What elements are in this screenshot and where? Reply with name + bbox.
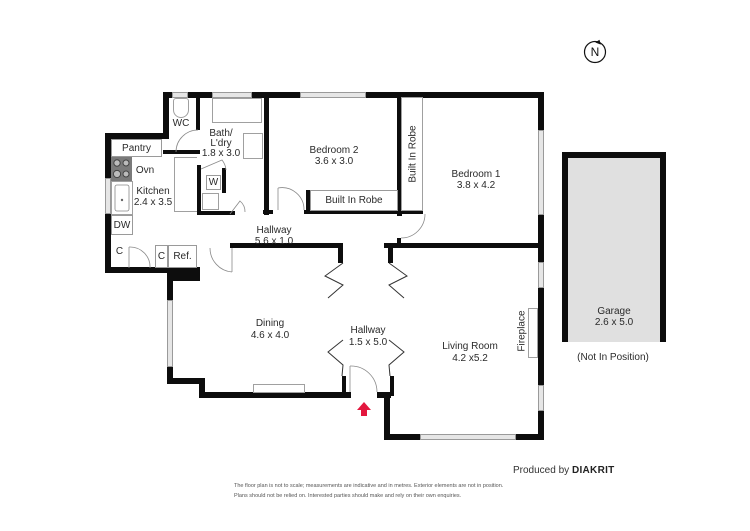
room-label-hallway: Hallway: [256, 225, 292, 236]
wall: [167, 378, 205, 384]
built-in-robe-bed2: Built In Robe: [310, 190, 398, 211]
sink-icon: [114, 184, 130, 212]
wall: [105, 267, 167, 273]
window: [167, 300, 173, 367]
wall: [196, 92, 200, 130]
compass: N: [582, 38, 608, 64]
compass-label: N: [590, 45, 600, 59]
fridge: Ref.: [168, 245, 197, 268]
disclaimer-line-2: Plans should not be relied on. Intereste…: [234, 493, 462, 499]
room-label-living: Living Room: [442, 341, 498, 352]
room-dims-hallway: 5.6 x 1.0: [254, 236, 294, 247]
toilet: [173, 98, 189, 118]
wall: [268, 92, 544, 98]
disclaimer-line-1: The floor plan is not to scale; measurem…: [234, 483, 504, 489]
room-label-dining: Dining: [255, 318, 285, 329]
wall: [397, 238, 401, 246]
built-in-robe-bed1: [401, 97, 423, 211]
wall: [167, 267, 200, 281]
room-label-kitchen: Kitchen: [136, 186, 170, 197]
washer: W: [206, 175, 221, 190]
room-label-bath-2: L'dry: [210, 138, 232, 149]
cupboard: C: [155, 245, 168, 268]
wall: [264, 92, 269, 215]
room-dims-bath: 1.8 x 3.0: [201, 148, 241, 159]
room-dims-garage: 2.6 x 5.0: [594, 317, 634, 328]
wall: [222, 168, 226, 193]
cupboard: C: [111, 235, 128, 267]
bench-left: [111, 181, 133, 215]
wall: [390, 376, 394, 396]
wall: [306, 190, 310, 214]
room-dims-bedroom-2: 3.6 x 3.0: [314, 156, 354, 167]
room-label-bedroom-1: Bedroom 1: [451, 169, 501, 180]
robe-label: Built In Robe: [325, 195, 383, 206]
wall: [163, 150, 200, 154]
window: [538, 130, 544, 215]
wall: [342, 376, 346, 396]
fireplace: [528, 308, 538, 358]
room-label-wc: WC: [172, 118, 190, 129]
hearth: [253, 384, 305, 393]
laundry-tub: [202, 193, 219, 210]
wall: [384, 392, 390, 440]
room-dims-kitchen: 2.4 x 3.5: [133, 197, 173, 208]
wall: [230, 243, 342, 248]
room-dims-hallway-2: 1.5 x 5.0: [348, 337, 388, 348]
bench-island: [174, 157, 197, 212]
window: [212, 92, 252, 98]
burners-icon: [112, 159, 130, 179]
room-label-hallway-2: Hallway: [350, 325, 386, 336]
garage-note: (Not In Position): [577, 352, 649, 363]
window: [538, 262, 544, 288]
oven-label: Ovn: [135, 165, 155, 176]
bathtub: [212, 98, 262, 123]
wall: [199, 392, 351, 398]
wall: [384, 243, 544, 248]
room-label-garage: Garage: [597, 306, 631, 317]
room-dims-living: 4.2 x5.2: [452, 353, 488, 364]
room-label-bath: Bath/: [209, 128, 233, 139]
wall: [199, 378, 205, 396]
wall: [105, 133, 169, 139]
vanity: [243, 133, 263, 159]
room-dims-bedroom-1: 3.8 x 4.2: [456, 180, 496, 191]
wall: [197, 211, 235, 215]
pantry: Pantry: [111, 139, 162, 157]
dishwasher: DW: [111, 215, 133, 235]
wall: [163, 92, 169, 136]
entry-arrow-icon: [357, 402, 371, 416]
window: [172, 92, 188, 98]
window: [538, 385, 544, 411]
compass-icon: [583, 39, 607, 64]
brand-logo: DIAKRIT: [571, 465, 615, 476]
wall: [197, 165, 201, 215]
window: [105, 178, 111, 214]
wall: [338, 243, 343, 263]
wall: [304, 210, 402, 214]
room-dims-dining: 4.6 x 4.0: [250, 330, 290, 341]
window: [300, 92, 366, 98]
wall: [397, 92, 402, 216]
room-label-bedroom-2: Bedroom 2: [309, 145, 359, 156]
window: [420, 434, 516, 440]
wall: [263, 210, 273, 214]
cooktop: [111, 157, 132, 181]
wall: [397, 210, 423, 214]
produced-by: Produced by DIAKRIT: [513, 465, 615, 476]
garage: Garage 2.6 x 5.0: [562, 152, 666, 342]
wall: [388, 243, 393, 263]
